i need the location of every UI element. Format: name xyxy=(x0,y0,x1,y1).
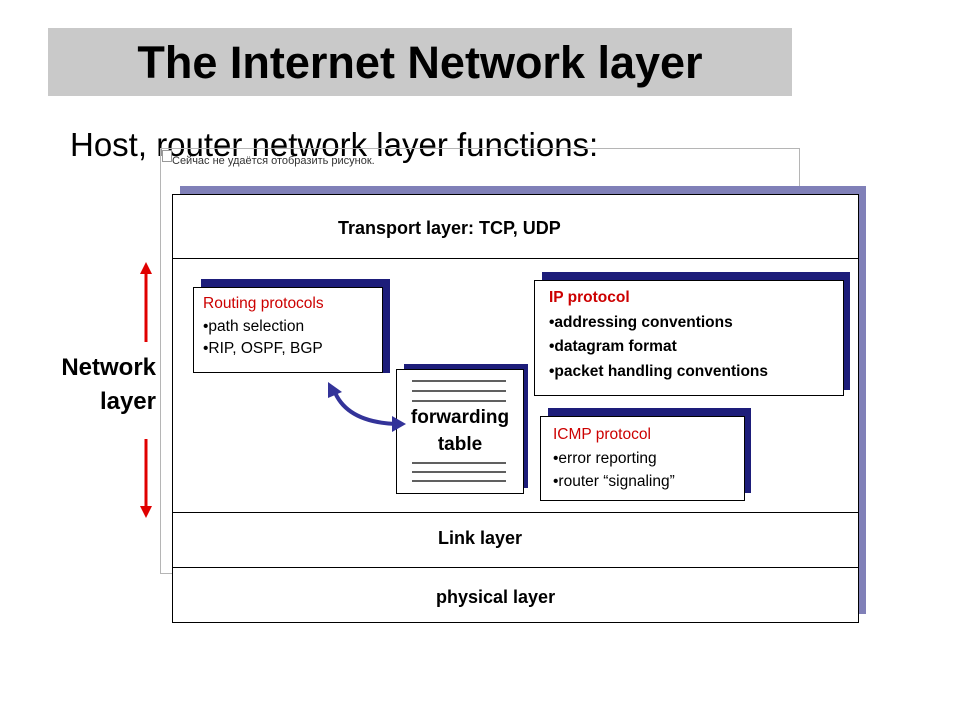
forwarding-table-box xyxy=(396,369,524,494)
icmp-title: ICMP protocol xyxy=(553,426,651,443)
physical-layer-label: physical layer xyxy=(436,587,556,607)
forwarding-table-label: forwarding table xyxy=(396,404,524,458)
forwarding-table-lines xyxy=(412,380,506,482)
routing-item: •RIP, OSPF, BGP xyxy=(203,340,323,357)
ip-item: •addressing conventions xyxy=(549,313,733,331)
forwarding-label-line: table xyxy=(437,434,483,455)
ip-title: IP protocol xyxy=(549,289,630,306)
network-layer-arrows xyxy=(140,262,152,518)
divider-transport xyxy=(172,258,859,259)
ip-item: •packet handling conventions xyxy=(549,362,769,380)
transport-layer-label: Transport layer: TCP, UDP xyxy=(338,218,561,238)
ip-protocol-box: IP protocol •addressing conventions •dat… xyxy=(534,280,844,396)
link-layer-label: Link layer xyxy=(438,528,523,548)
curved-double-arrow-icon xyxy=(328,382,406,432)
icmp-protocol-box: ICMP protocol •error reporting •router “… xyxy=(540,416,745,501)
icmp-item: •router “signaling” xyxy=(553,473,675,490)
ip-item: •datagram format xyxy=(549,338,677,355)
divider-link xyxy=(172,567,859,568)
slide-title: The Internet Network layer xyxy=(137,37,703,88)
arrow-up-head xyxy=(140,262,152,274)
network-label-line: layer xyxy=(99,388,156,415)
divider-network xyxy=(172,512,859,513)
routing-title: Routing protocols xyxy=(203,295,324,312)
arrow-down-head xyxy=(140,506,152,518)
routing-item: •path selection xyxy=(203,317,305,335)
icmp-item: •error reporting xyxy=(553,449,657,467)
slide-subtitle: Host, router network layer functions: xyxy=(70,126,599,163)
forwarding-label-line: forwarding xyxy=(410,407,510,428)
title-bar xyxy=(48,28,792,96)
broken-image-icon xyxy=(162,150,172,162)
network-label-line: Network xyxy=(61,354,156,381)
routing-protocols-box: Routing protocols •path selection •RIP, … xyxy=(193,287,383,373)
network-layer-side-label: Network layer xyxy=(30,351,156,419)
image-placeholder-label: Сейчас не удаётся отобразить рисунок. xyxy=(172,155,375,167)
